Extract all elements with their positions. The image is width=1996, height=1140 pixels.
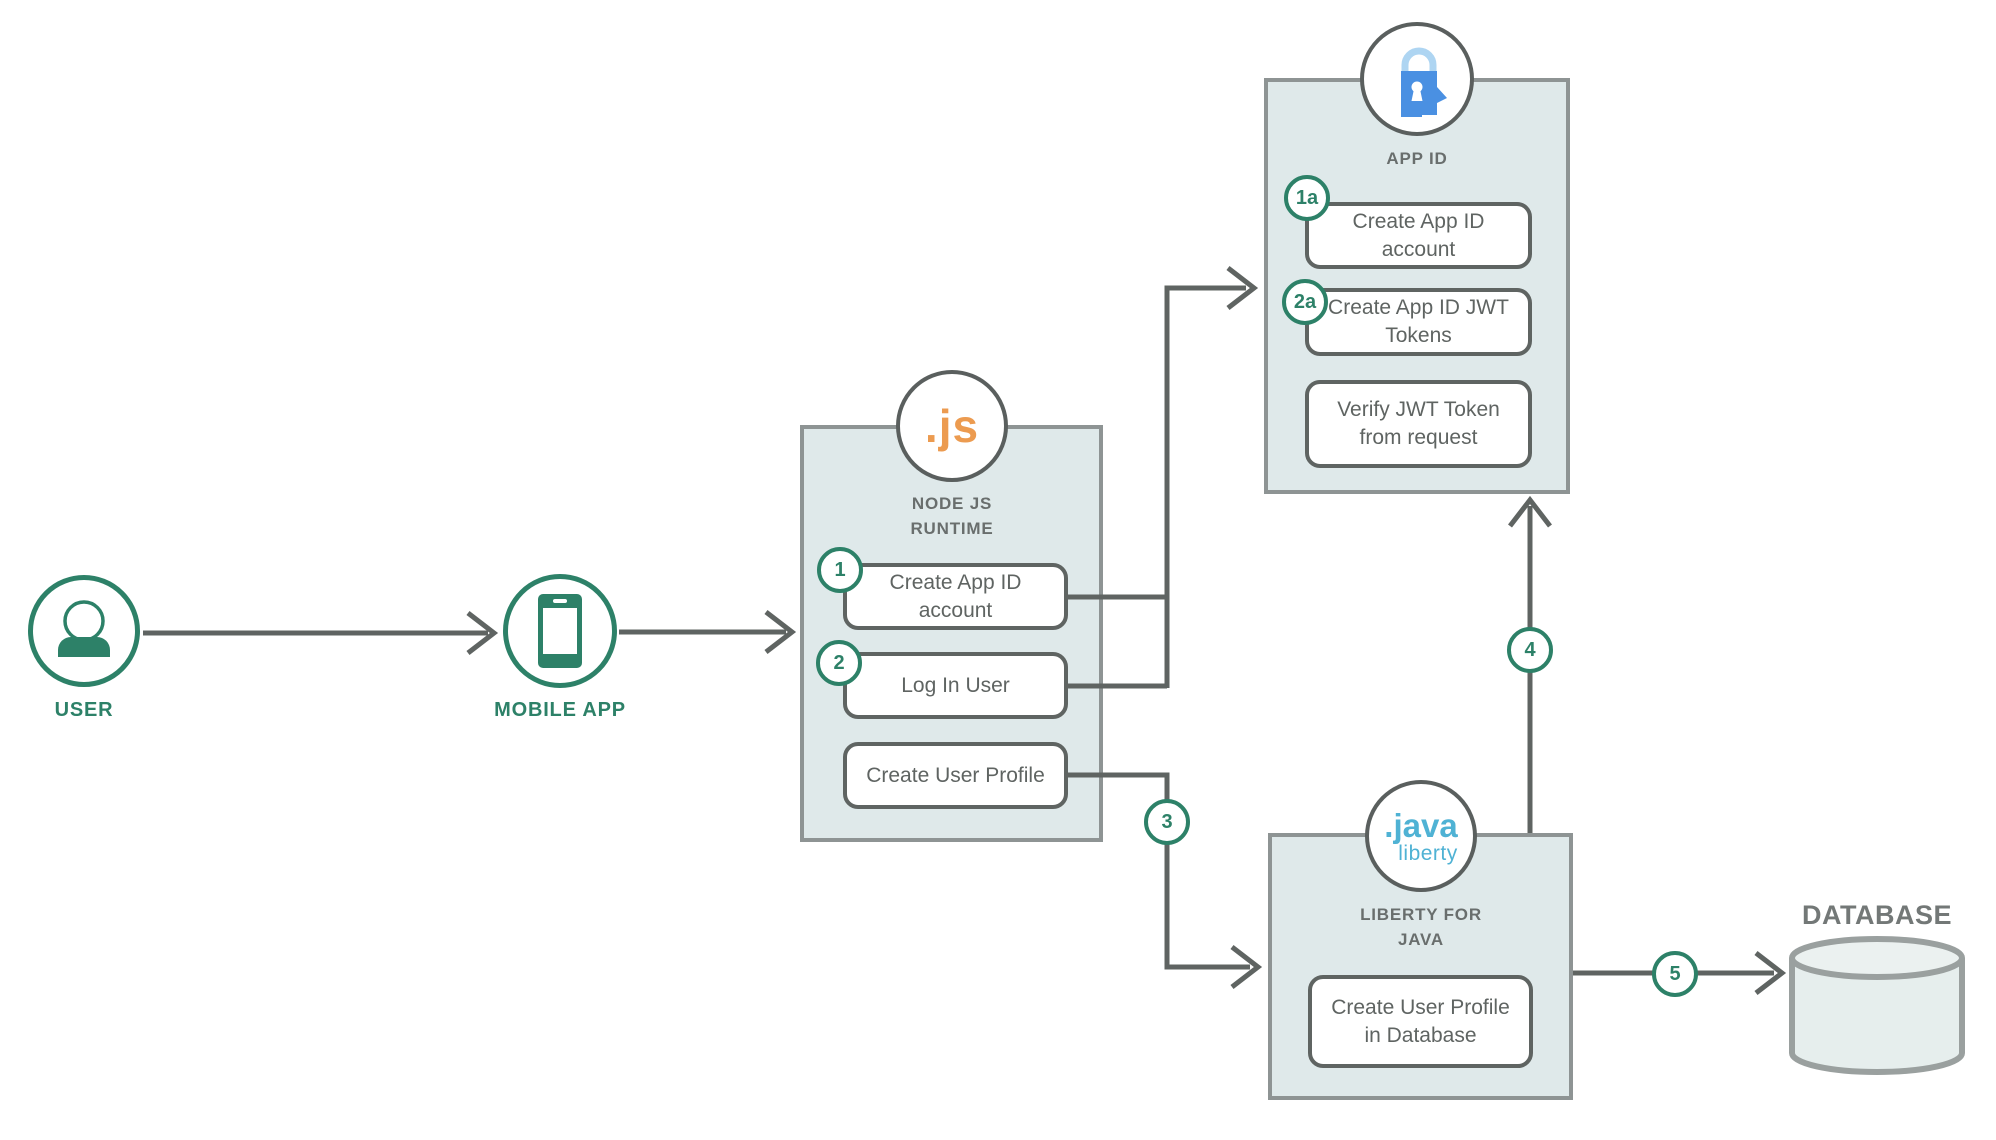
step-label: Create User Profile [866, 763, 1045, 787]
step-appid-jwt-tokens: Create App ID JWT Tokens [1305, 288, 1532, 356]
step-verify-jwt: Verify JWT Token from request [1305, 380, 1532, 468]
badge-text: 1a [1295, 186, 1319, 209]
badge-text: 5 [1669, 962, 1681, 985]
user-icon [58, 600, 110, 657]
step-create-user-profile: Create User Profile [843, 742, 1068, 809]
badge-1: 1 [817, 547, 863, 593]
step-label: Log In User [901, 673, 1010, 697]
step-label: Create App ID JWT Tokens [1328, 296, 1509, 347]
step-label: Create User Profile in Database [1331, 995, 1510, 1047]
arrowhead-node [764, 610, 797, 654]
database-label: DATABASE [1802, 900, 1952, 930]
arrowhead-mobile [466, 611, 499, 655]
mobile-phone-icon [538, 594, 582, 668]
badge-text: 1 [834, 558, 846, 581]
badge-5: 5 [1652, 951, 1698, 997]
step-create-appid-account: Create App ID account [843, 563, 1068, 630]
step-label: Create App ID account [889, 570, 1022, 622]
badge-text: 2a [1293, 290, 1317, 313]
badge-2: 2 [816, 640, 862, 686]
badge-text: 2 [833, 651, 845, 674]
user-node [28, 575, 140, 687]
arrowhead-liberty [1230, 945, 1263, 989]
java-logo-text: .java [1384, 806, 1458, 844]
liberty-title: LIBERTY FOR JAVA [1360, 905, 1482, 949]
arrowhead-appid [1226, 266, 1259, 310]
arrowhead-db [1754, 951, 1787, 995]
badge-1a: 1a [1284, 175, 1330, 221]
mobile-app-node [503, 574, 617, 688]
line-up-to-appid [1164, 285, 1246, 688]
appid-lock-icon [1401, 47, 1447, 117]
arrowhead-appid-bottom [1508, 495, 1552, 528]
appid-title: APP ID [1386, 149, 1448, 168]
nodejs-logo-circle: .js [896, 370, 1008, 482]
badge-text: 3 [1161, 810, 1173, 833]
badge-2a: 2a [1282, 279, 1328, 325]
badge-4: 4 [1507, 627, 1553, 673]
java-liberty-logo: .java liberty [1384, 809, 1458, 864]
appid-logo-circle [1360, 22, 1474, 136]
step-create-profile-db: Create User Profile in Database [1308, 975, 1533, 1068]
nodejs-title: NODE JS RUNTIME [910, 494, 994, 538]
badge-text: 4 [1524, 638, 1536, 661]
step-label: Verify JWT Token from request [1337, 398, 1500, 449]
user-label: USER [54, 699, 114, 721]
liberty-logo-circle: .java liberty [1365, 780, 1477, 892]
step-appid-create-account: Create App ID account [1305, 202, 1532, 269]
mobile-app-label: MOBILE APP [494, 699, 626, 721]
step-login-user: Log In User [843, 652, 1068, 719]
badge-3: 3 [1144, 799, 1190, 845]
database-icon [1789, 936, 1965, 1075]
step-label: Create App ID account [1352, 209, 1485, 261]
nodejs-logo: .js [924, 400, 980, 452]
liberty-logo-text: liberty [1398, 841, 1458, 865]
